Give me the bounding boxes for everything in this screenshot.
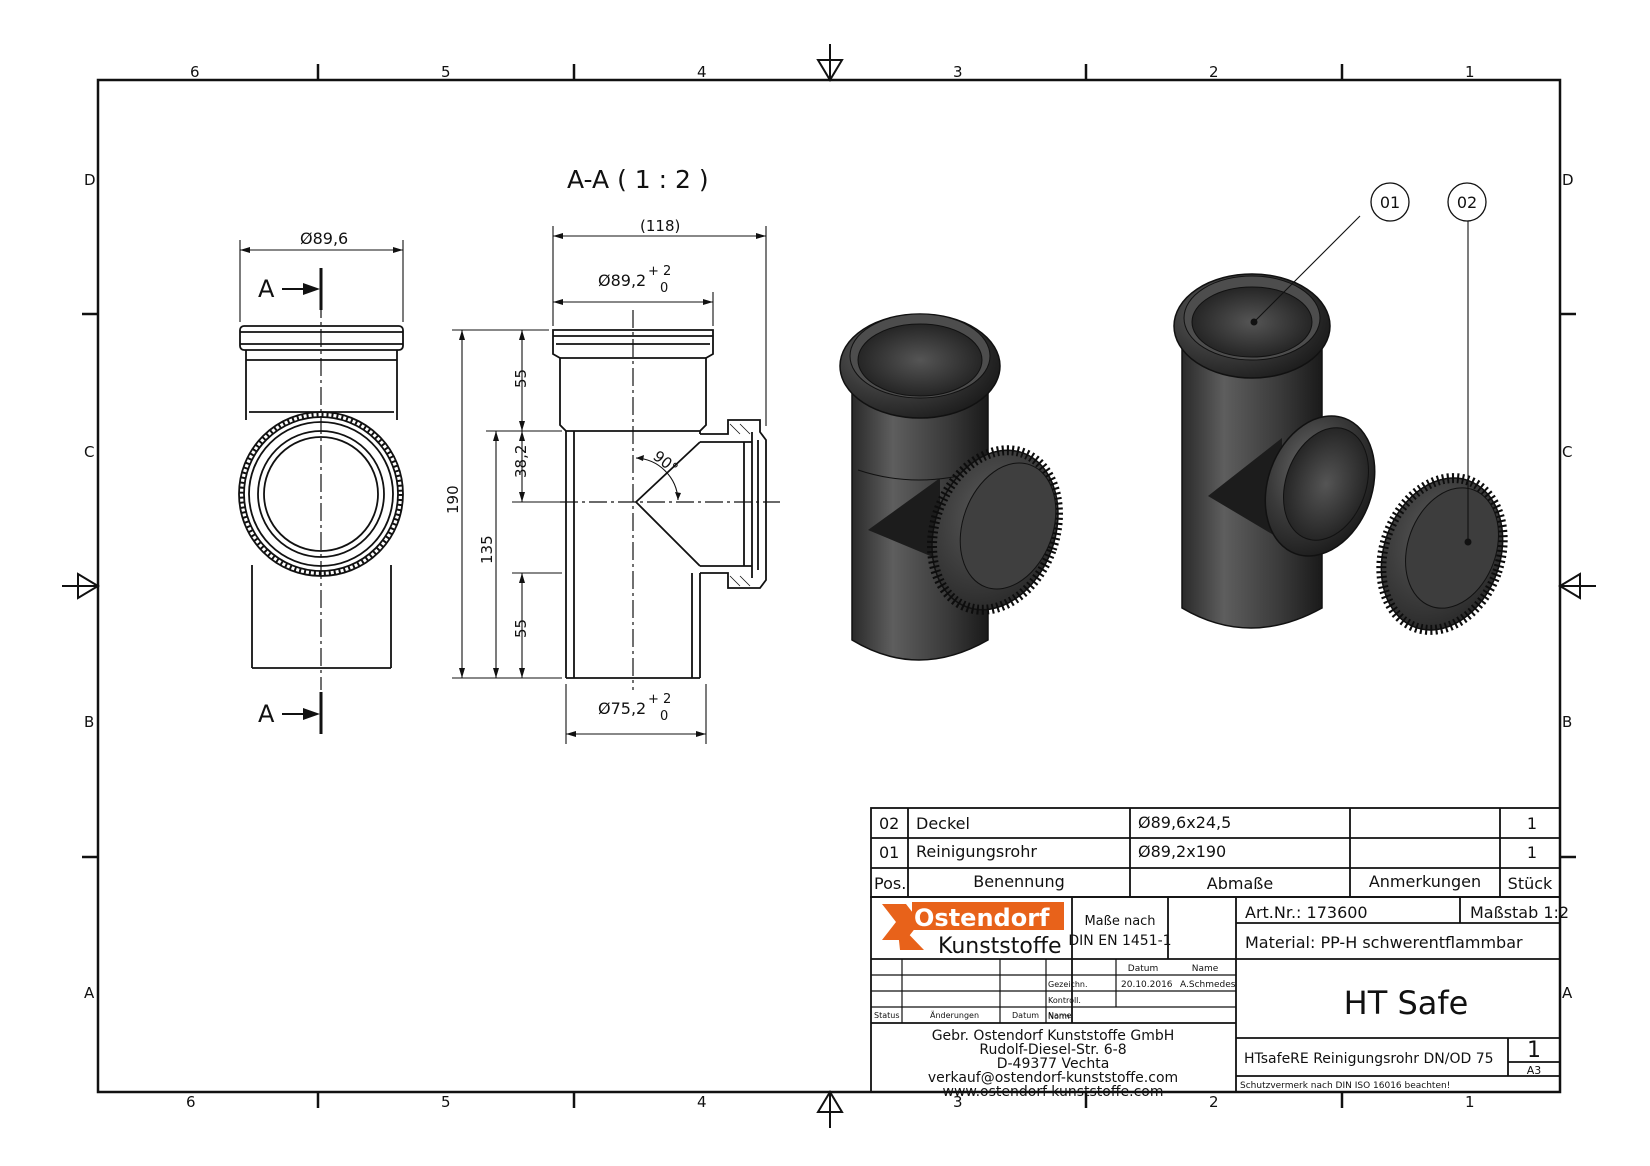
- section-title: A-A ( 1 : 2 ): [567, 165, 709, 194]
- status-label: Status: [874, 1011, 900, 1020]
- col-label-2: 2: [1209, 63, 1219, 81]
- dim-bottom-diameter: Ø75,2: [598, 699, 646, 718]
- description: HTsafeRE Reinigungsrohr DN/OD 75: [1244, 1051, 1494, 1067]
- scale: Maßstab 1:2: [1470, 903, 1569, 922]
- title-block: Ostendorf Kunststoffe Maße nach DIN EN 1…: [870, 896, 1569, 1100]
- balloon-01: 01: [1380, 193, 1400, 212]
- gezeichn-label: Gezeichn.: [1048, 980, 1088, 989]
- col-label-5b: 5: [441, 1093, 451, 1111]
- art-nr: Art.Nr.: 173600: [1245, 903, 1368, 922]
- dim-top-diameter: Ø89,2: [598, 271, 646, 290]
- col-label-4b: 4: [697, 1093, 707, 1111]
- col-label-6: 6: [190, 63, 200, 81]
- dim-bottom-tol-lower: 0: [660, 709, 668, 724]
- row-label-a: A: [84, 984, 95, 1002]
- section-marker-top: A: [258, 275, 275, 303]
- parts-row2-qty: 1: [1527, 843, 1537, 862]
- aenderungen-label: Änderungen: [930, 1010, 979, 1020]
- dim-bottom-tol-upper: + 2: [648, 692, 671, 707]
- protection-note: Schutzvermerk nach DIN ISO 16016 beachte…: [1240, 1081, 1450, 1091]
- parts-row1-dims: Ø89,6x24,5: [1138, 813, 1231, 832]
- dim-branch-offset: 38,2: [512, 445, 530, 478]
- balloon-02: 02: [1457, 193, 1477, 212]
- row-label-a-r: A: [1562, 984, 1573, 1002]
- dim-socket-top: 55: [512, 369, 530, 388]
- company-line3: D-49377 Vechta: [997, 1056, 1110, 1072]
- part-balloons: 01 02: [1250, 182, 1487, 546]
- iso-view-exploded: [1173, 273, 1508, 635]
- parts-row1-pos: 02: [879, 814, 899, 833]
- parts-row1-qty: 1: [1527, 814, 1537, 833]
- dim-socket-bottom: 55: [512, 619, 530, 638]
- col-label-4: 4: [697, 63, 707, 81]
- dim-top-tol-lower: 0: [660, 281, 668, 296]
- dim-top-tol-upper: + 2: [648, 264, 671, 279]
- col-name: Name: [1192, 964, 1219, 974]
- parts-header-pos: Pos.: [874, 874, 906, 893]
- col-label-1: 1: [1465, 63, 1475, 81]
- dim-overall-width: (118): [640, 217, 680, 235]
- parts-header-notes: Anmerkungen: [1369, 872, 1481, 891]
- parts-row2-pos: 01: [879, 843, 899, 862]
- parts-header-name: Benennung: [973, 872, 1065, 891]
- drawing-frame: [62, 44, 1596, 1128]
- standard-line1: Maße nach: [1084, 914, 1155, 929]
- dim-height-total: 190: [444, 485, 462, 514]
- datum-label: Datum: [1012, 1011, 1039, 1020]
- col-label-6b: 6: [186, 1093, 196, 1111]
- parts-row2-name: Reinigungsrohr: [916, 842, 1037, 861]
- parts-row1-name: Deckel: [916, 814, 970, 833]
- norm-label: Norm: [1048, 1012, 1070, 1021]
- company-line5: www.ostendorf-kunststoffe.com: [943, 1084, 1164, 1100]
- row-label-d: D: [84, 171, 96, 189]
- col-datum: Datum: [1128, 964, 1158, 974]
- col-label-3: 3: [953, 63, 963, 81]
- iso-view-assembled: [839, 313, 1063, 661]
- col-label-2b: 2: [1209, 1093, 1219, 1111]
- parts-row2-dims: Ø89,2x190: [1138, 842, 1226, 861]
- sheet-format: A3: [1527, 1064, 1542, 1077]
- material: Material: PP-H schwerentflammbar: [1245, 933, 1523, 952]
- row-label-d-r: D: [1562, 171, 1574, 189]
- parts-list: 02 Deckel Ø89,6x24,5 1 01 Reinigungsrohr…: [870, 807, 1561, 898]
- row-label-b-r: B: [1562, 713, 1572, 731]
- product-name: HT Safe: [1344, 984, 1469, 1022]
- standard-line2: DIN EN 1451-1: [1068, 933, 1171, 949]
- company-address: Gebr. Ostendorf Kunststoffe GmbH Rudolf-…: [928, 1028, 1178, 1100]
- dim-height-body: 135: [478, 535, 496, 564]
- row-label-b: B: [84, 713, 94, 731]
- gezeichn-date: 20.10.2016: [1121, 980, 1173, 990]
- col-label-5: 5: [441, 63, 451, 81]
- row-label-c-r: C: [1562, 443, 1572, 461]
- logo-line1: Ostendorf: [914, 904, 1050, 932]
- dim-front-width: Ø89,6: [300, 229, 348, 248]
- company-logo: Ostendorf Kunststoffe: [882, 902, 1064, 959]
- name-label: Name: [1048, 1011, 1072, 1020]
- section-view: A-A ( 1 : 2 ): [444, 165, 780, 744]
- border-labels: 6 5 4 3 2 1 6 5 4 3 2 1 D C B A D C B A: [84, 63, 1574, 1111]
- parts-header-qty: Stück: [1508, 874, 1553, 893]
- logo-line2: Kunststoffe: [938, 934, 1062, 959]
- company-line4: verkauf@ostendorf-kunststoffe.com: [928, 1070, 1178, 1086]
- parts-header-dims: Abmaße: [1207, 874, 1273, 893]
- col-label-3b: 3: [953, 1093, 963, 1111]
- kontroll-label: Kontroll.: [1048, 996, 1081, 1005]
- section-marker-bottom: A: [258, 700, 275, 728]
- company-line1: Gebr. Ostendorf Kunststoffe GmbH: [932, 1028, 1175, 1044]
- dim-angle: 90°: [650, 447, 682, 478]
- sheet-number: 1: [1527, 1038, 1541, 1063]
- row-label-c: C: [84, 443, 94, 461]
- col-label-1b: 1: [1465, 1093, 1475, 1111]
- gezeichn-name: A.Schmedes: [1180, 980, 1236, 990]
- company-line2: Rudolf-Diesel-Str. 6-8: [979, 1042, 1126, 1058]
- front-view: A A Ø89,6: [238, 229, 404, 734]
